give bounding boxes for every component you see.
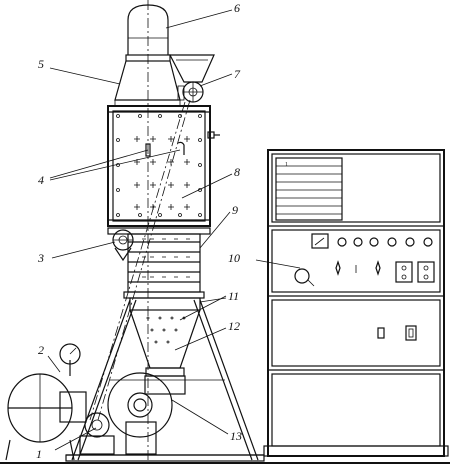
callout-2: 2 — [38, 343, 44, 357]
callout-12: 12 — [228, 319, 240, 333]
callout-6: 6 — [234, 1, 240, 15]
callout-13: 13 — [230, 429, 242, 443]
callout-3: 3 — [37, 251, 44, 265]
guide-line-2 — [89, 101, 186, 421]
guide-line-1 — [97, 99, 191, 421]
callout-1: 1 — [36, 447, 42, 461]
top-cone — [114, 54, 181, 106]
lower-cone — [129, 297, 201, 377]
callout-11: 11 — [228, 289, 239, 303]
callout-8: 8 — [234, 165, 240, 179]
exhaust-cap — [127, 0, 169, 460]
callout-7: 7 — [234, 67, 241, 81]
panel-gauge-face: 1 — [285, 162, 288, 168]
callout-9: 9 — [232, 203, 238, 217]
drying-chamber — [107, 105, 220, 227]
heater-tank — [5, 343, 87, 461]
feed-hopper — [169, 54, 215, 103]
control-cabinet: 1 — [263, 149, 449, 457]
callout-5: 5 — [38, 57, 44, 71]
motor-pulley — [79, 412, 115, 455]
callout-10: 10 — [228, 251, 240, 265]
callout-4: 4 — [38, 173, 44, 187]
bellows-section — [123, 233, 205, 299]
leader-lines — [47, 9, 301, 451]
blower — [107, 372, 186, 455]
discharge-valve — [107, 227, 211, 262]
